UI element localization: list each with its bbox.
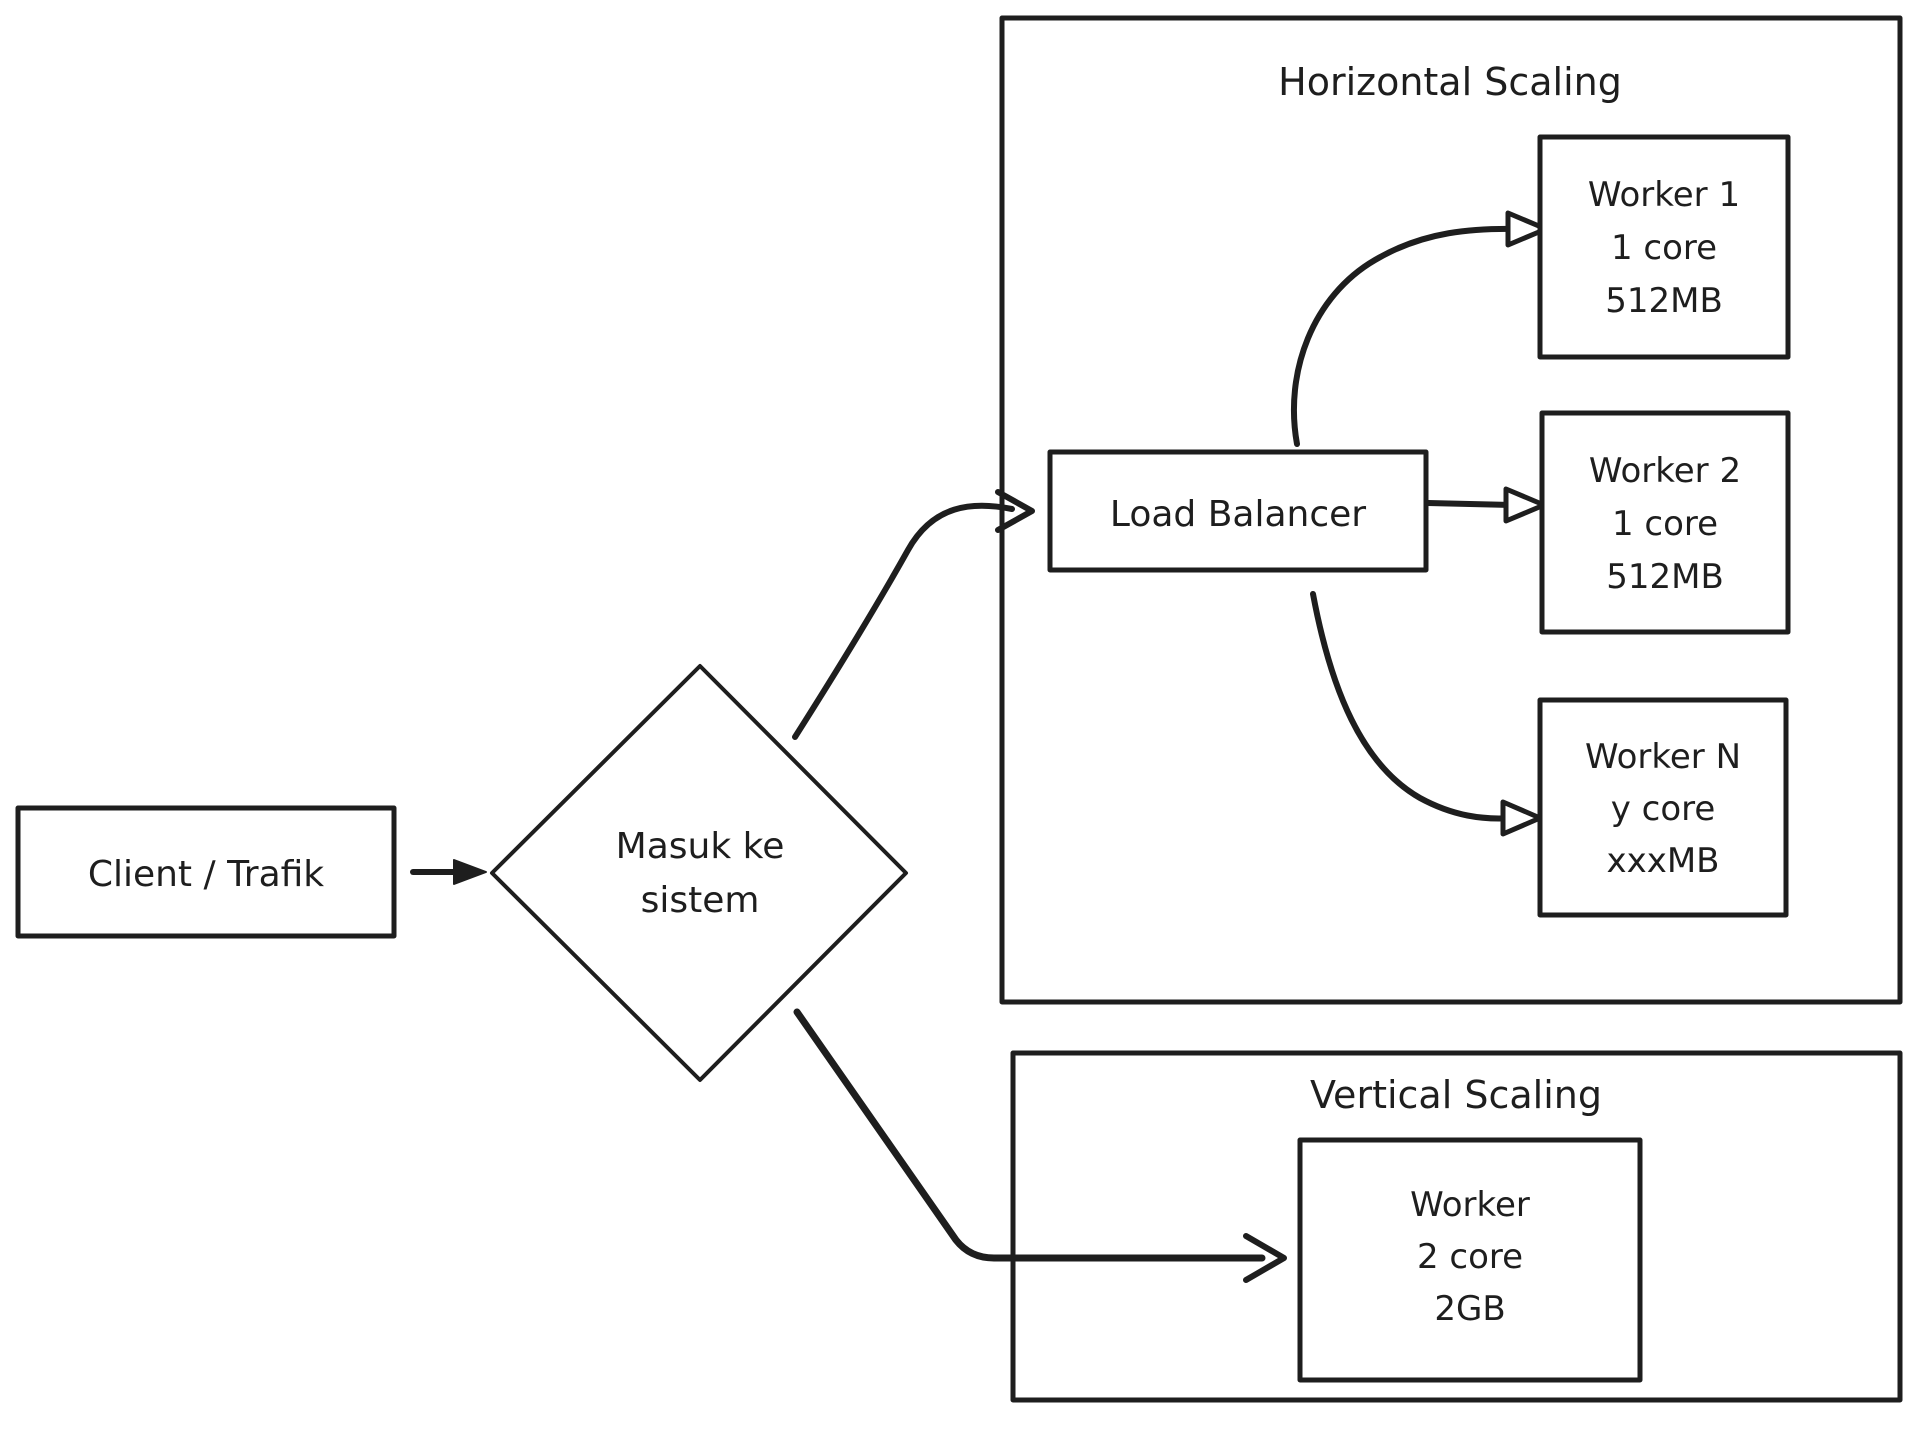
worker2-node: Worker 2 1 core 512MB [1539, 410, 1791, 635]
load-balancer-label: Load Balancer [1110, 494, 1366, 535]
vertical-worker-line1: Worker [1410, 1185, 1530, 1225]
workerN-node: Worker N y core xxxMB [1537, 697, 1789, 918]
client-node: Client / Trafik [15, 805, 397, 939]
vertical-worker-node: Worker 2 core 2GB [1297, 1137, 1643, 1383]
worker1-line2: 1 core [1611, 228, 1717, 268]
vertical-scaling-container [1010, 1050, 1903, 1403]
worker1-node: Worker 1 1 core 512MB [1537, 134, 1791, 360]
arrow-decision-to-load-balancer [792, 489, 1035, 740]
arrow-lb-to-workerN [1310, 591, 1543, 837]
worker2-line3: 512MB [1606, 557, 1724, 597]
vertical-worker-box [1297, 1137, 1643, 1383]
worker2-line2: 1 core [1612, 504, 1718, 544]
workerN-line3: xxxMB [1606, 841, 1719, 881]
arrow-decision-to-vworker-line [793, 1008, 1266, 1262]
arrow-lb-to-worker1-line [1291, 225, 1523, 447]
worker2-line1: Worker 2 [1589, 451, 1741, 491]
arrow-lb-to-worker2 [1425, 486, 1547, 524]
decision-label-line2: sistem [641, 880, 760, 921]
arrow-client-to-decision-head [453, 859, 487, 885]
arrow-lb-to-worker2-line [1425, 500, 1515, 508]
arrow-decision-to-lb-line [792, 502, 1015, 740]
decision-diamond-node: Masuk ke sistem [490, 664, 908, 1082]
vertical-worker-line3: 2GB [1434, 1289, 1505, 1329]
load-balancer-box [1047, 449, 1429, 573]
load-balancer-node: Load Balancer [1047, 449, 1429, 573]
decision-diamond [490, 664, 908, 1082]
arrow-decision-to-lb-head [995, 489, 1035, 533]
worker2-box [1539, 410, 1791, 635]
arrow-decision-to-vworker-head [1243, 1233, 1287, 1283]
vertical-scaling-group: Vertical Scaling [1010, 1050, 1903, 1403]
arrow-decision-to-vertical-worker [793, 1008, 1287, 1283]
arrow-client-to-decision [410, 859, 487, 885]
arrow-lb-to-workerN-head [1500, 799, 1543, 837]
arrow-lb-to-workerN-line [1310, 591, 1515, 822]
workerN-box [1537, 697, 1789, 918]
worker1-line3: 512MB [1605, 281, 1723, 321]
decision-label-line1: Masuk ke [616, 826, 785, 867]
vertical-scaling-title: Vertical Scaling [1310, 1073, 1602, 1117]
arrow-lb-to-worker1-head [1505, 210, 1549, 248]
vertical-worker-line2: 2 core [1417, 1237, 1523, 1277]
worker1-box [1537, 134, 1791, 360]
horizontal-scaling-group: Horizontal Scaling [999, 15, 1903, 1005]
workerN-line1: Worker N [1585, 737, 1741, 777]
horizontal-scaling-title: Horizontal Scaling [1278, 60, 1622, 104]
worker1-line1: Worker 1 [1588, 175, 1740, 215]
client-box [15, 805, 397, 939]
client-label: Client / Trafik [88, 854, 324, 895]
workerN-line2: y core [1611, 789, 1716, 829]
arrow-lb-to-worker2-head [1503, 486, 1547, 524]
arrow-lb-to-worker1 [1291, 210, 1549, 447]
